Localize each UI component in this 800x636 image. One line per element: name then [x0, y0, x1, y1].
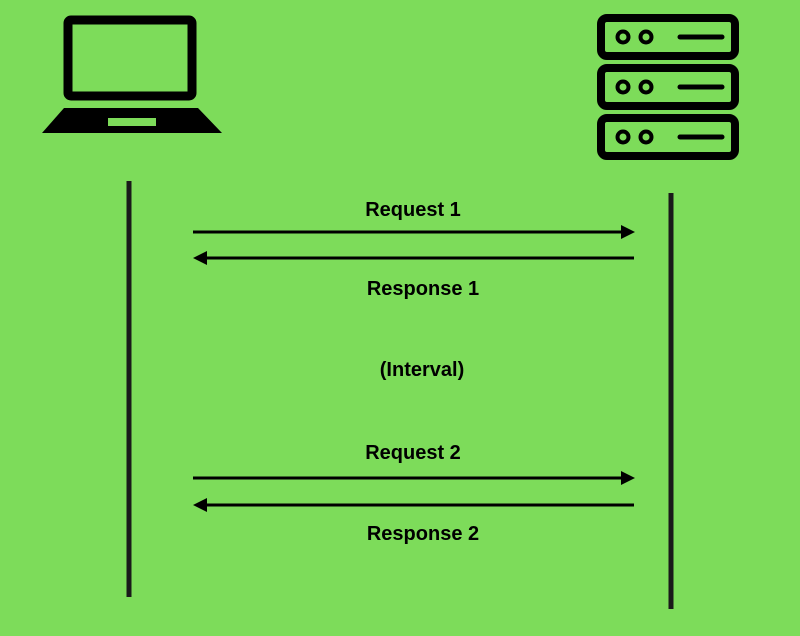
response-2-label: Response 2 [367, 523, 479, 545]
laptop-icon [42, 15, 222, 133]
server-icon [597, 14, 739, 160]
request-2-arrow [193, 471, 635, 485]
interval-label: (Interval) [380, 359, 464, 381]
request-2-label: Request 2 [365, 442, 461, 464]
request-1-arrow [193, 225, 635, 239]
response-1-label: Response 1 [367, 278, 479, 300]
response-1-arrow [193, 251, 634, 265]
request-1-label: Request 1 [365, 199, 461, 221]
response-2-arrow [193, 498, 634, 512]
